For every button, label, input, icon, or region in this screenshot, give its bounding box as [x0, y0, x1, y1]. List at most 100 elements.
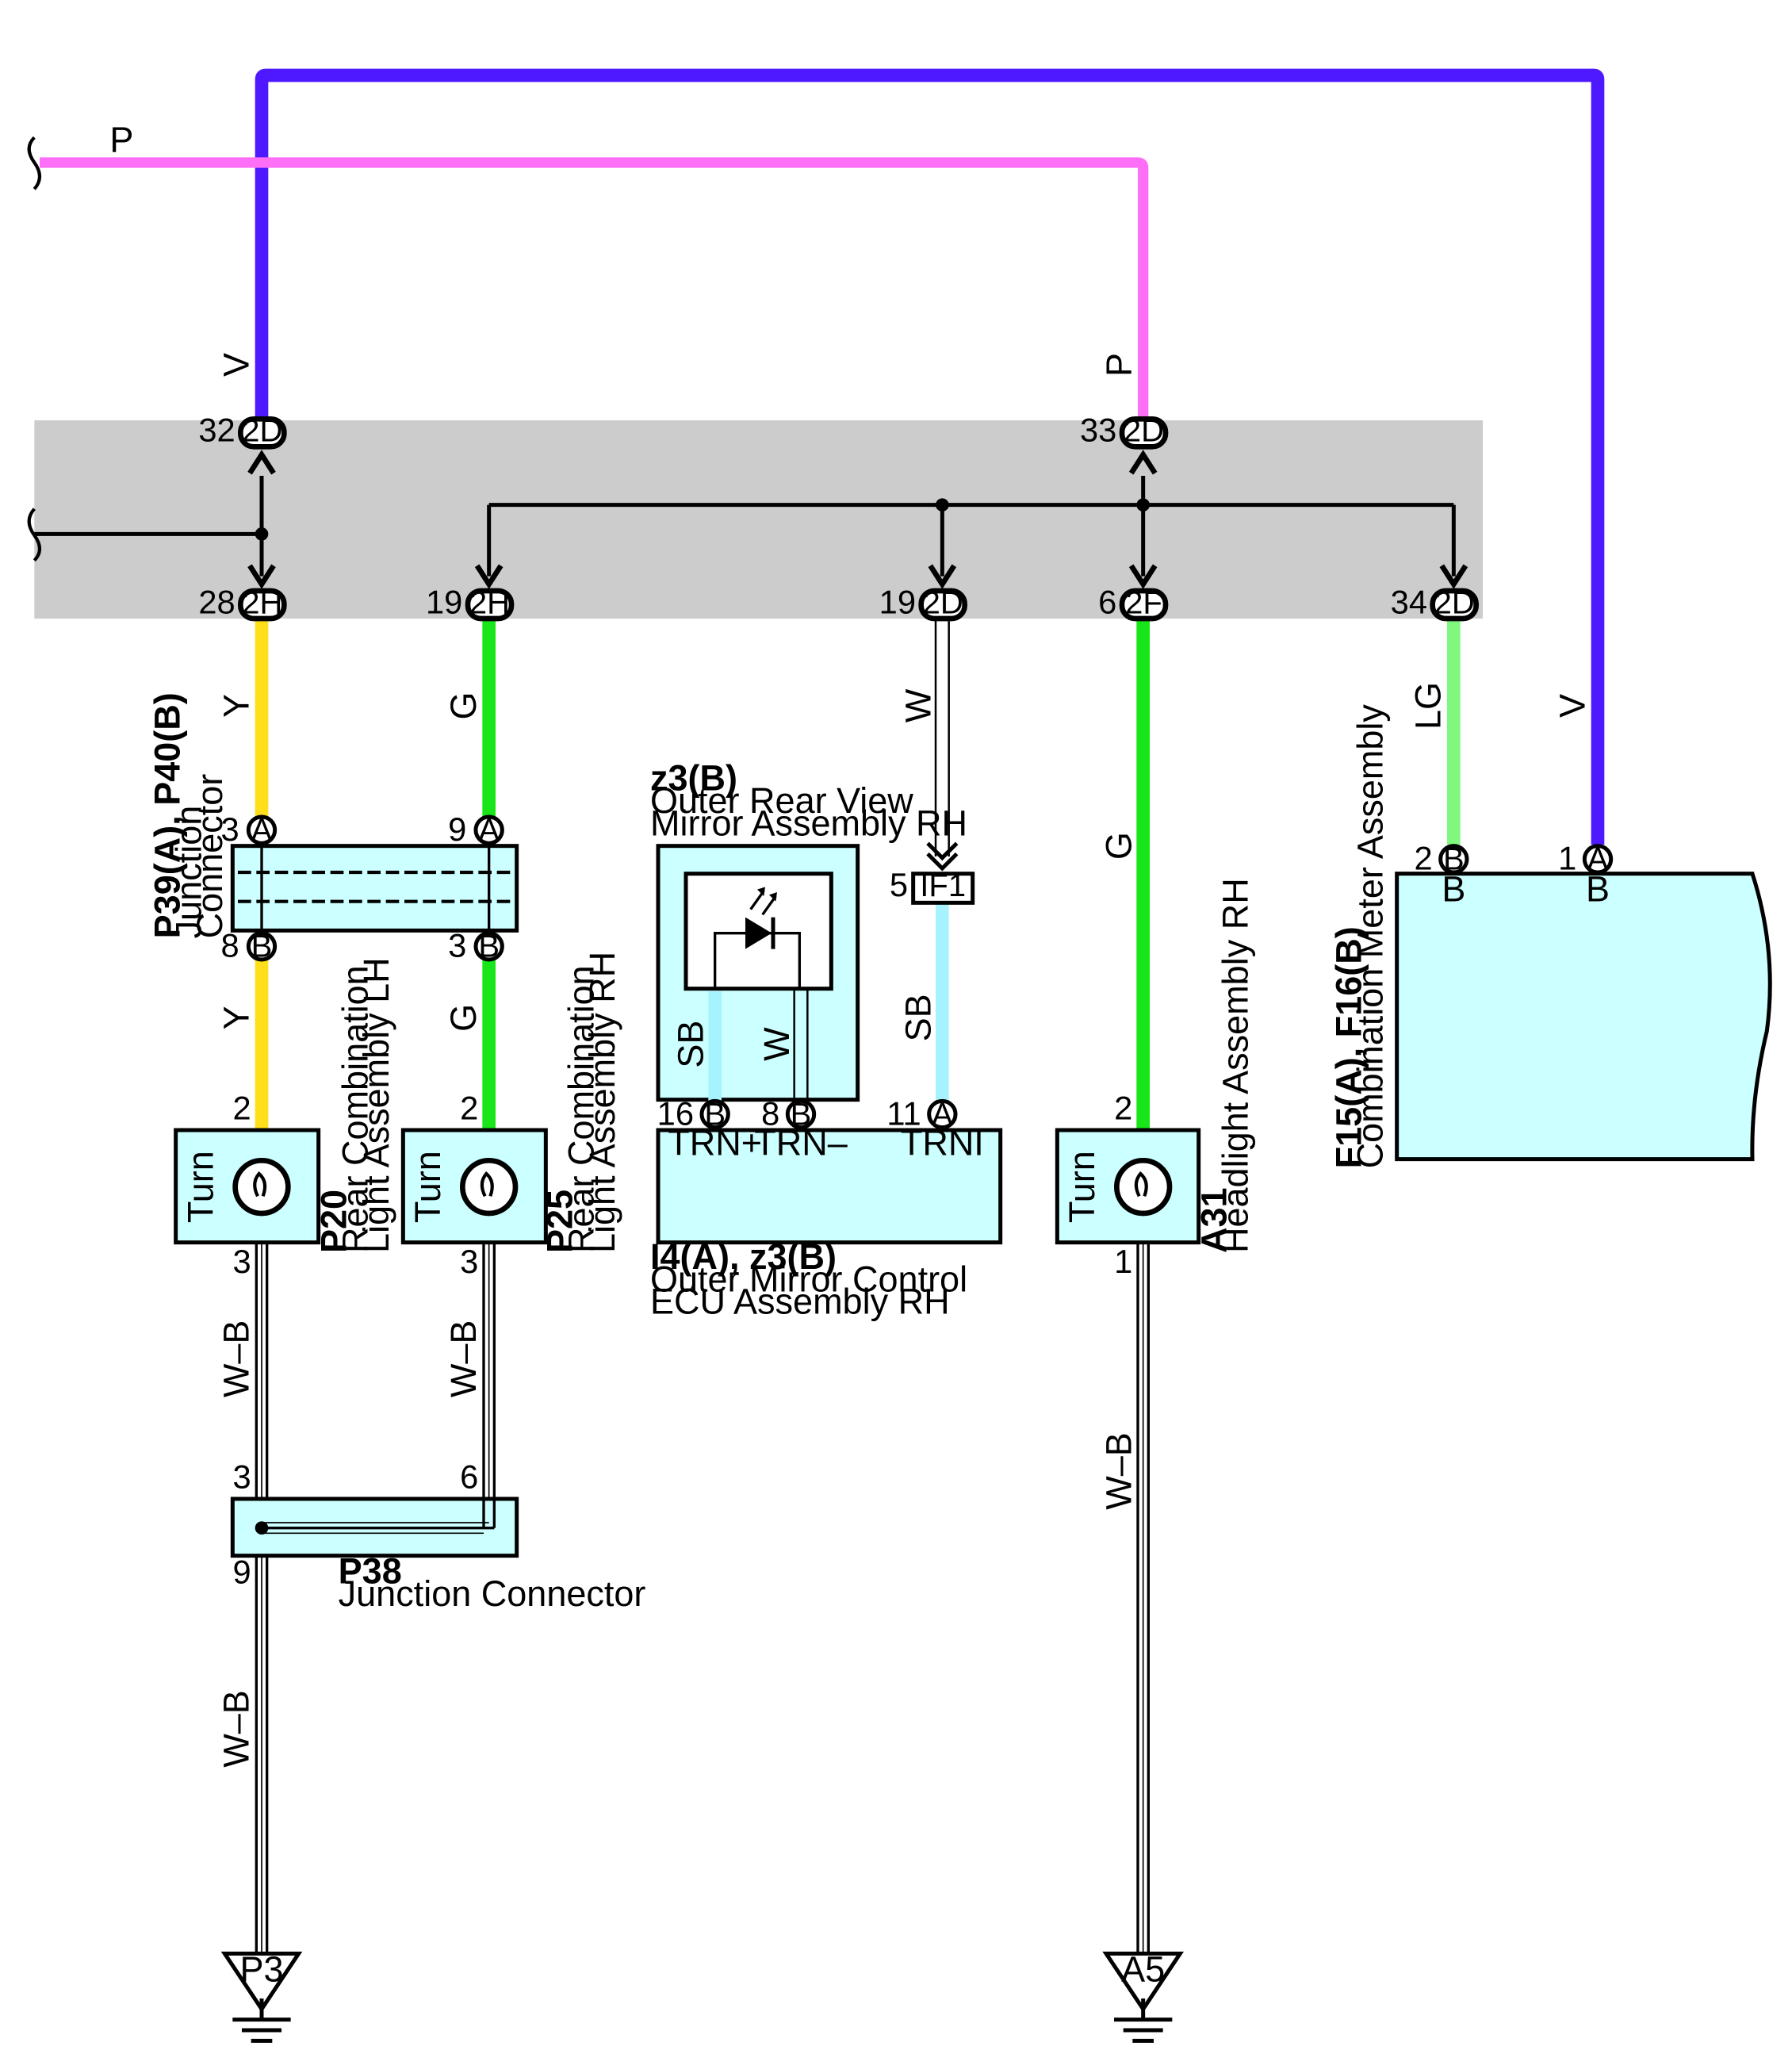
p39-desc2: Connector: [190, 774, 230, 939]
svg-text:2H: 2H: [469, 585, 510, 620]
wire-label-lg: LG: [1408, 682, 1449, 730]
svg-text:2D: 2D: [242, 414, 282, 449]
pin-num-p38-9: 9: [232, 1554, 251, 1591]
pin-p40-8b: B: [246, 929, 278, 964]
wire-label-wb-a31: W–B: [1099, 1432, 1139, 1510]
wire-wb-p25: [482, 1242, 496, 1499]
wire-p-main: [40, 157, 1149, 418]
pin-num-33: 33: [1080, 412, 1116, 449]
ground-label-a5: A5: [1121, 1949, 1165, 1989]
wire-label-sb-mid: SB: [898, 994, 938, 1041]
svg-text:B: B: [704, 1097, 726, 1132]
meter-code: F15(A), F16(B): [1329, 926, 1369, 1168]
wire-wb-p20: [255, 1242, 269, 1956]
svg-text:B: B: [478, 929, 500, 964]
svg-text:2D: 2D: [1124, 414, 1164, 449]
conn-19-2h: 2H: [465, 585, 515, 622]
conn-32-2d: 2D: [238, 414, 287, 450]
a31-desc1: Headlight Assembly RH: [1215, 878, 1255, 1253]
p25-code: P25: [540, 1190, 580, 1253]
pin-num-19a: 19: [426, 583, 462, 620]
conn-34-2d: 2D: [1430, 585, 1479, 622]
svg-text:A: A: [251, 813, 273, 848]
svg-text:2D: 2D: [923, 585, 963, 620]
ground-label-p3: P3: [239, 1949, 283, 1989]
wire-label-p-top: P: [109, 120, 133, 160]
wire-label-wb-p25: W–B: [443, 1320, 484, 1398]
wire-label-w-mirror: W: [756, 1027, 797, 1061]
ecu-terminal-trn-plus: TRN+: [668, 1123, 762, 1163]
p39-desc1: Junction: [168, 806, 209, 939]
p39-code: P39(A), P40(B): [147, 692, 188, 938]
ecu-desc1: Outer Mirror Control: [650, 1259, 967, 1299]
svg-text:A: A: [932, 1097, 953, 1132]
pin-num-ecu-16: 16: [657, 1094, 694, 1132]
p20-rear-combination-lh: [174, 1128, 321, 1245]
p38-desc1: Junction Connector: [339, 1573, 646, 1614]
pin-num-p25-3: 3: [460, 1243, 478, 1280]
wire-label-g-upper: G: [443, 692, 484, 719]
wire-label-p-right: P: [1099, 353, 1139, 377]
jb-arrow-dn-28: [247, 564, 276, 589]
meter-terminal-b2: B: [1586, 869, 1610, 910]
pin-num-p39-3: 3: [220, 810, 239, 848]
svg-text:A: A: [1587, 842, 1609, 877]
svg-text:B: B: [791, 1097, 812, 1132]
svg-text:2D: 2D: [1434, 585, 1475, 620]
conn-19-2d: 2D: [918, 585, 967, 622]
jb-arrow-dn-19h: [474, 564, 504, 589]
wire-label-w-mid: W: [898, 688, 938, 722]
wire-label-g-lower: G: [443, 1004, 484, 1032]
ground-p3: [220, 1951, 303, 2043]
wire-v-main: [255, 68, 1605, 845]
pin-ecu-8b: B: [785, 1097, 817, 1132]
wire-label-sb-mirror: SB: [671, 1021, 711, 1068]
p38-junction-connector: [230, 1496, 519, 1558]
pin-num-28: 28: [198, 583, 235, 620]
a31-code: A31: [1194, 1187, 1235, 1253]
pin-num-p38-3: 3: [232, 1458, 251, 1496]
wire-label-wb-p20: W–B: [216, 1320, 256, 1398]
pin-num-if1: 5: [890, 866, 908, 903]
ecu-terminal-trni: TRNI: [901, 1123, 984, 1163]
pin-meter-1a: A: [1582, 842, 1614, 877]
ground-a5: [1102, 1951, 1185, 2043]
pin-num-p25-2: 2: [460, 1090, 478, 1127]
svg-text:2F: 2F: [1125, 585, 1162, 620]
jb-arrow-up-33: [1128, 450, 1158, 475]
pin-num-meter-2: 2: [1414, 840, 1432, 877]
pin-num-6: 6: [1098, 583, 1116, 620]
pin-num-p40-8: 8: [220, 927, 239, 964]
pin-num-a31-2: 2: [1114, 1090, 1132, 1127]
wire-label-y-upper: Y: [216, 694, 256, 718]
pin-num-p20-2: 2: [232, 1090, 251, 1127]
meter-desc1: Combination Meter Assembly: [1350, 704, 1390, 1169]
p38-code: P38: [339, 1551, 402, 1592]
mirror-code: z3(B): [650, 758, 737, 799]
pin-num-34: 34: [1391, 583, 1427, 620]
wire-label-v-left: V: [216, 353, 256, 377]
p25-desc2: Light Assembly RH: [582, 952, 622, 1253]
svg-text:2H: 2H: [242, 585, 282, 620]
wire-label-g-right: G: [1099, 832, 1139, 860]
led-icon: [745, 917, 772, 949]
pin-p39-9a: A: [473, 813, 504, 848]
if1-arrow-2: [926, 852, 959, 872]
mirror-desc2: Mirror Assembly RH: [650, 803, 967, 843]
mirror-assembly-box: [656, 844, 860, 1102]
if1-connector: [911, 872, 975, 905]
wire-label-wb-p38: W–B: [216, 1690, 256, 1768]
meter-terminal-b1: B: [1442, 869, 1465, 910]
p20-turn-label: Turn: [180, 1151, 220, 1223]
pin-p39-3a: A: [246, 813, 278, 848]
p20-desc2: Light Assembly LH: [356, 957, 396, 1253]
pin-num-a31-1: 1: [1114, 1243, 1132, 1280]
p25-desc1: Rear Combination: [561, 965, 601, 1253]
jb-splice-3: [1136, 498, 1150, 512]
wire-label-y-lower: Y: [216, 1006, 256, 1029]
pin-num-19b: 19: [879, 583, 916, 620]
junction-block: [34, 420, 1483, 619]
wire-wb-a31: [1136, 1242, 1150, 1956]
svg-text:B: B: [251, 929, 273, 964]
